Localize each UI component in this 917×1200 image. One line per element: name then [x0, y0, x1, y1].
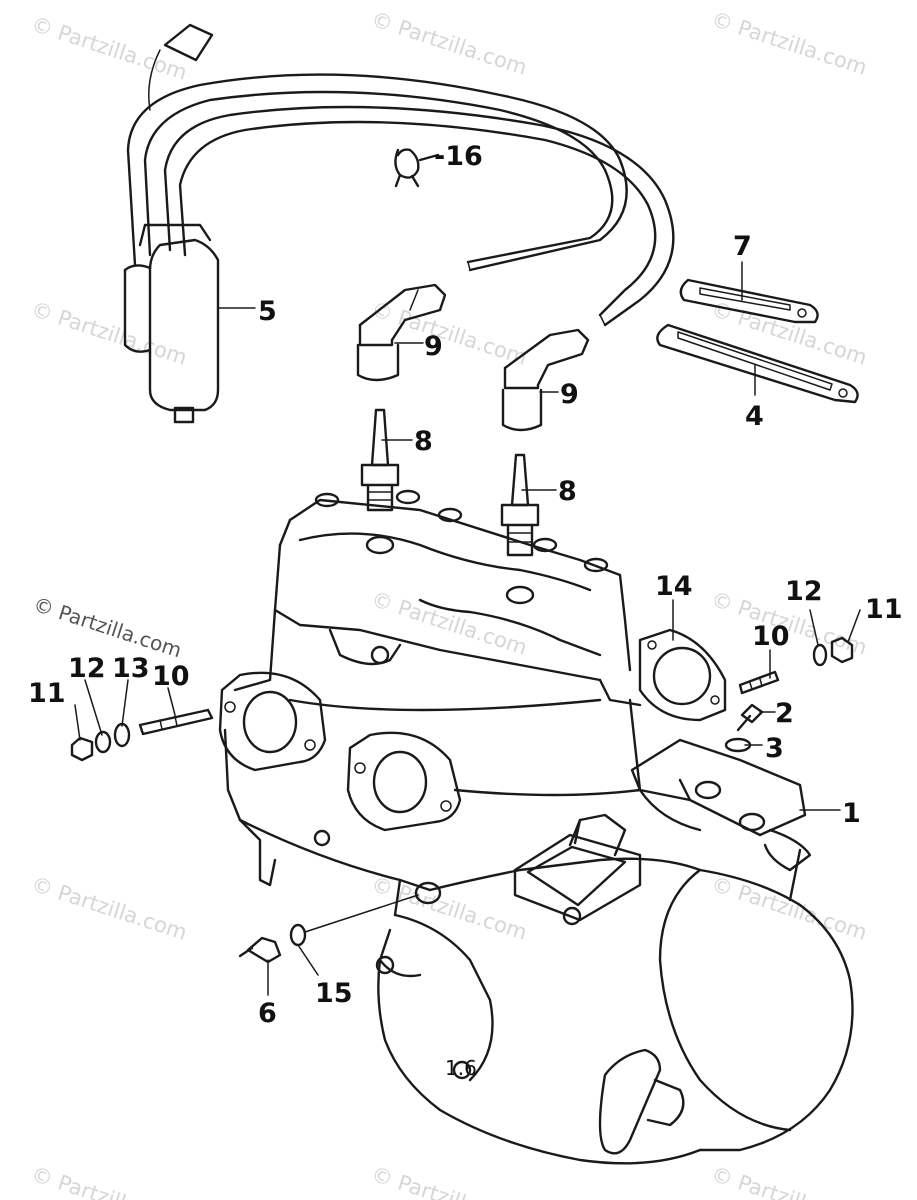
watermarks: © Partzilla.com © Partzilla.com © Partzi… [28, 7, 870, 1200]
watermark: © Partzilla.com [708, 7, 870, 80]
callout-labels: -16 5 9 9 8 8 7 4 14 12 11 10 2 3 1 11 1… [28, 141, 903, 1029]
nut-left[interactable] [70, 736, 94, 762]
spark-plug-cap-left[interactable] [356, 283, 447, 382]
watermark: © Partzilla.com [368, 872, 530, 945]
exhaust-port-right [346, 731, 462, 832]
engine-block: 1.6 [218, 489, 854, 1165]
watermark: © Partzilla.com [368, 587, 530, 660]
stud-right[interactable] [738, 670, 780, 695]
callout-2: 2 [775, 698, 794, 729]
watermark: © Partzilla.com [708, 1162, 870, 1200]
callout-12: 12 [785, 576, 823, 607]
watermark: © Partzilla.com [368, 7, 530, 80]
callout-10: 10 [752, 621, 790, 652]
strap-large[interactable] [656, 323, 859, 404]
watermark: © Partzilla.com [708, 297, 870, 370]
callout-11: 11 [865, 594, 903, 625]
callout-11: 11 [28, 678, 66, 709]
exhaust-gasket[interactable] [638, 628, 727, 722]
watermark: © Partzilla.com [708, 872, 870, 945]
callout-4: 4 [745, 401, 764, 432]
watermark-overlay: © Partzilla.com [30, 592, 184, 663]
stud-left[interactable] [138, 708, 214, 736]
spark-plug-cap-right[interactable] [501, 328, 590, 432]
lock-washer-right[interactable] [812, 643, 828, 667]
callout-13: 13 [112, 653, 150, 684]
watermark: © Partzilla.com [368, 1162, 530, 1200]
callout-6: 6 [258, 998, 277, 1029]
washer-left[interactable] [113, 722, 131, 748]
watermark: © Partzilla.com [28, 12, 190, 85]
callout-5: 5 [258, 296, 277, 327]
callout-12: 12 [68, 653, 106, 684]
leader-lines [74, 261, 861, 996]
spark-plug-right[interactable] [500, 453, 540, 557]
watermark: © Partzilla.com [28, 872, 190, 945]
callout-8: 8 [558, 476, 577, 507]
callout-3: 3 [765, 733, 784, 764]
ignition-coil [148, 238, 220, 412]
callout-16: -16 [434, 141, 483, 172]
watermark: © Partzilla.com [28, 1162, 190, 1200]
bolt[interactable] [736, 703, 764, 732]
callout-15: 15 [315, 978, 353, 1009]
ignition-pulser[interactable] [630, 738, 812, 902]
drain-plug[interactable] [238, 936, 282, 964]
intake-port [513, 833, 642, 922]
callout-9: 9 [560, 379, 579, 410]
lock-washer-left[interactable] [94, 730, 112, 754]
wire-clip[interactable] [394, 148, 440, 188]
callout-8: 8 [414, 426, 433, 457]
callout-9: 9 [424, 331, 443, 362]
coil-connector [163, 23, 214, 62]
nut-right[interactable] [830, 636, 854, 664]
watermark: © Partzilla.com [368, 297, 530, 370]
casting-mark: 1.6 [445, 1056, 477, 1080]
spark-plug-left[interactable] [360, 408, 400, 512]
callout-7: 7 [733, 231, 752, 262]
callout-10: 10 [152, 661, 190, 692]
exhaust-port-left [218, 671, 327, 772]
strap-small[interactable] [679, 278, 819, 324]
ignition-coil-group[interactable] [123, 23, 675, 424]
watermark: © Partzilla.com [28, 297, 190, 370]
starter-handle [598, 1048, 662, 1155]
callout-14: 14 [655, 571, 693, 602]
callout-1: 1 [842, 798, 861, 829]
drain-washer[interactable] [289, 923, 307, 947]
